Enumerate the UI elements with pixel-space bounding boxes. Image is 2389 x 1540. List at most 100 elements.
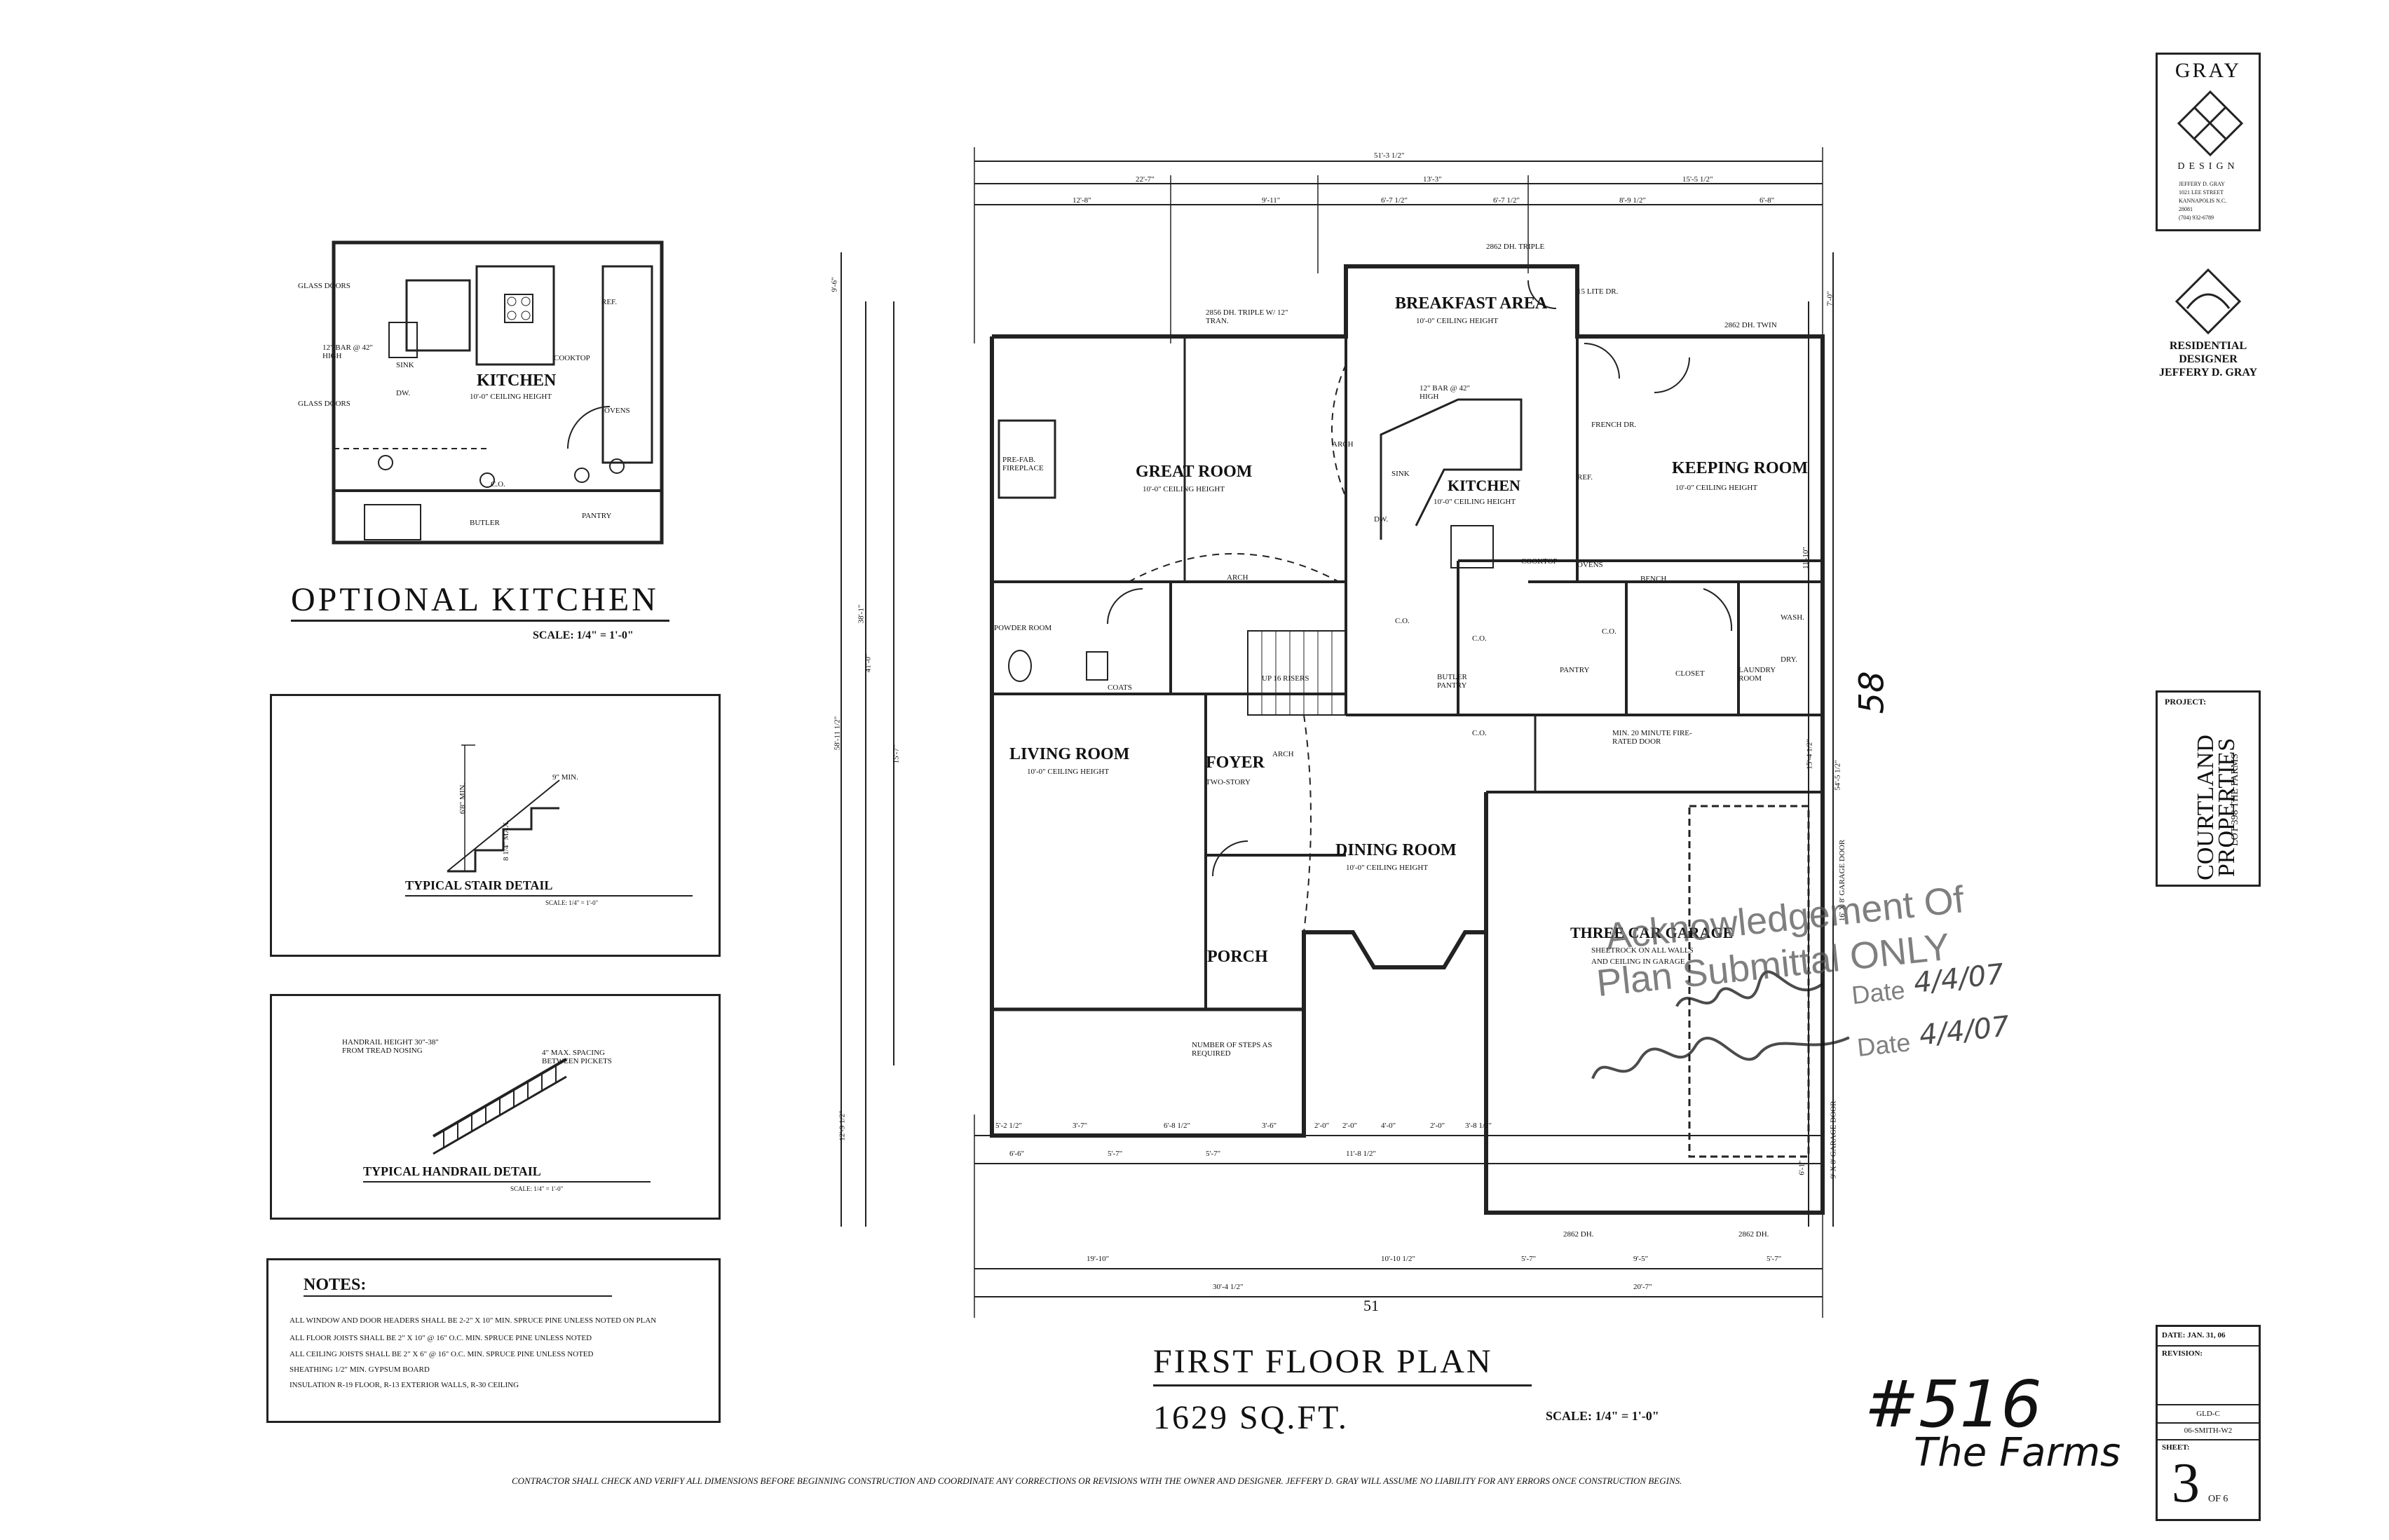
window-label: 2856 DH. TRIPLE W/ 12" TRAN. [1206, 308, 1288, 325]
ok-glass-doors-top: GLASS DOORS [298, 282, 350, 290]
handrail-title-underline [363, 1181, 651, 1183]
room-porch: PORCH [1207, 948, 1268, 966]
dim-bottom-row3: 5'-7" [1767, 1255, 1782, 1263]
dim-bottom-row1: 3'-7" [1073, 1122, 1088, 1130]
note-line: ALL FLOOR JOISTS SHALL BE 2" X 10" @ 16"… [290, 1334, 592, 1342]
ok-sink-label: SINK [396, 361, 414, 369]
sheet-date: DATE: JAN. 31, 06 [2162, 1331, 2226, 1340]
handwritten-subtitle: The Farms [1914, 1430, 2121, 1476]
room-great: GREAT ROOM [1136, 463, 1253, 481]
room-kitchen: KITCHEN [1448, 477, 1520, 494]
garage-note: AND CEILING IN GARAGE [1591, 958, 1685, 966]
coats-label: COATS [1108, 683, 1132, 692]
dim-overall-top: 51'-3 1/2" [1374, 151, 1405, 160]
room-foyer-sub: TWO-STORY [1206, 778, 1251, 786]
sheet-code1: GLD-C [2196, 1410, 2220, 1418]
co-label: C.O. [1395, 617, 1410, 625]
bar-label: 12" BAR @ 42" HIGH [1420, 384, 1470, 401]
plan-scale: SCALE: 1/4" = 1'-0" [1546, 1409, 1659, 1423]
sink-label: SINK [1391, 470, 1410, 478]
handrail-scale: SCALE: 1/4" = 1'-0" [510, 1185, 564, 1192]
dim-bottom-row2: 11'-8 1/2" [1346, 1150, 1377, 1158]
handrail-height-note: HANDRAIL HEIGHT 30"-38" FROM TREAD NOSIN… [342, 1038, 439, 1055]
sheet-divider [2158, 1404, 2259, 1405]
designer-line1: RESIDENTIAL [2169, 340, 2247, 352]
ovens-label: OVENS [1577, 561, 1603, 569]
dim-right: 6'-1" [1797, 1160, 1806, 1176]
butler-pantry-label: BUTLER PANTRY [1437, 673, 1467, 690]
room-living: LIVING ROOM [1009, 745, 1130, 763]
logo-name-bottom: DESIGN [2177, 161, 2239, 172]
co-label: C.O. [1472, 634, 1487, 643]
note-line: ALL CEILING JOISTS SHALL BE 2" X 6" @ 16… [290, 1350, 594, 1358]
room-keeping-ceiling: 10'-0" CEILING HEIGHT [1675, 484, 1758, 492]
dry-label: DRY. [1781, 655, 1797, 664]
room-dining-ceiling: 10'-0" CEILING HEIGHT [1346, 864, 1429, 872]
ok-title: OPTIONAL KITCHEN [291, 581, 659, 618]
logo-address: (704) 932-6789 [2179, 214, 2214, 221]
dim-left: 12'-9 1/2" [838, 1110, 847, 1141]
sheet-title-block: DATE: JAN. 31, 06 REVISION: GLD-C 06-SMI… [2156, 1325, 2261, 1521]
window-label: 2862 DH. TWIN [1724, 321, 1777, 329]
room-dining: DINING ROOM [1335, 841, 1457, 859]
gray-design-logo: GRAY DESIGN JEFFERY D. GRAY 1021 LEE STR… [2156, 53, 2261, 231]
dim-top-row3: 6'-8" [1760, 196, 1775, 205]
dim-bottom-row2: 5'-7" [1206, 1150, 1221, 1158]
dw-label: DW. [1374, 515, 1389, 524]
dim-bottom-row1: 2'-0" [1430, 1122, 1445, 1130]
ok-dw-label: DW. [396, 389, 411, 397]
designer-seal-icon [2174, 268, 2242, 335]
note-line: ALL WINDOW AND DOOR HEADERS SHALL BE 2-2… [290, 1316, 657, 1325]
dim-bottom-row4: 20'-7" [1633, 1283, 1652, 1291]
project-block: PROJECT: COURTLAND PROPERTIES LOT 398 TH… [2156, 690, 2261, 887]
logo-address: 28081 [2179, 206, 2193, 212]
dim-bottom-row3: 19'-10" [1087, 1255, 1110, 1263]
ok-ovens-label: OVENS [604, 407, 630, 415]
dim-top-row3: 6'-7 1/2" [1493, 196, 1520, 205]
dim-bottom-row3: 5'-7" [1521, 1255, 1537, 1263]
ok-scale: SCALE: 1/4" = 1'-0" [533, 629, 634, 641]
dim-top-row3: 9'-11" [1262, 196, 1281, 205]
ok-title-underline [291, 620, 669, 622]
dim-top-row2: 15'-5 1/2" [1682, 175, 1713, 184]
note-line: SHEATHING 1/2" MIN. GYPSUM BOARD [290, 1365, 430, 1374]
stamp-date-label2: Date [1856, 1028, 1912, 1062]
stamp-date-label1: Date [1850, 975, 1907, 1010]
sheet-divider [2158, 1439, 2259, 1440]
dim-left: 15'-7" [892, 744, 901, 764]
bench-label: BENCH [1640, 575, 1667, 583]
dim-bottom-row1: 2'-0" [1342, 1122, 1358, 1130]
cooktop-label: COOKTOP [1521, 557, 1558, 566]
dim-top-row3: 6'-7 1/2" [1381, 196, 1408, 205]
room-kitchen-ceiling: 10'-0" CEILING HEIGHT [1434, 498, 1516, 506]
dim-bottom-row1: 6'-8 1/2" [1164, 1122, 1190, 1130]
dim-left: 38'-1" [857, 604, 866, 624]
handwritten-number: #516 [1865, 1367, 2042, 1442]
stair-detail-drawing [447, 744, 560, 873]
dim-top-row3: 8'-9 1/2" [1619, 196, 1646, 205]
sheet-number: 3 [2172, 1452, 2200, 1514]
contractor-footer-note: CONTRACTOR SHALL CHECK AND VERIFY ALL DI… [512, 1476, 1682, 1486]
ok-ref-label: REF. [601, 298, 618, 306]
sheet-code2: 06-SMITH-W2 [2184, 1426, 2233, 1435]
handrail-detail-drawing [432, 1058, 568, 1155]
stamp-date-value2: 4/4/07 [1917, 1010, 2011, 1052]
dim-left: 41'-0" [864, 653, 873, 673]
dim-top-row2: 22'-7" [1136, 175, 1155, 184]
dim-bottom-row1: 2'-0" [1314, 1122, 1330, 1130]
project-name-rotated: COURTLAND PROPERTIES LOT 398 THE FARMS [2161, 717, 2259, 885]
arch-label: ARCH [1227, 573, 1248, 582]
ok-bar-label: 12" BAR @ 42" HIGH [322, 343, 373, 360]
signatures [1591, 970, 1850, 1079]
garage-note: SHEETROCK ON ALL WALLS [1591, 946, 1694, 955]
dim-bottom-row4: 30'-4 1/2" [1213, 1283, 1244, 1291]
room-great-ceiling: 10'-0" CEILING HEIGHT [1143, 485, 1225, 493]
logo-address: 1021 LEE STREET [2179, 189, 2224, 196]
designer-line3: JEFFERY D. GRAY [2158, 367, 2258, 379]
diamond-logo-icon [2177, 90, 2244, 157]
ok-pantry-label: PANTRY [582, 512, 612, 520]
floor-plan-drawing [840, 147, 1834, 1318]
project-lot: LOT 398 THE FARMS [2229, 754, 2240, 846]
dim-right: 11'-10" [1801, 547, 1810, 569]
dim-top-row3: 12'-8" [1073, 196, 1091, 205]
